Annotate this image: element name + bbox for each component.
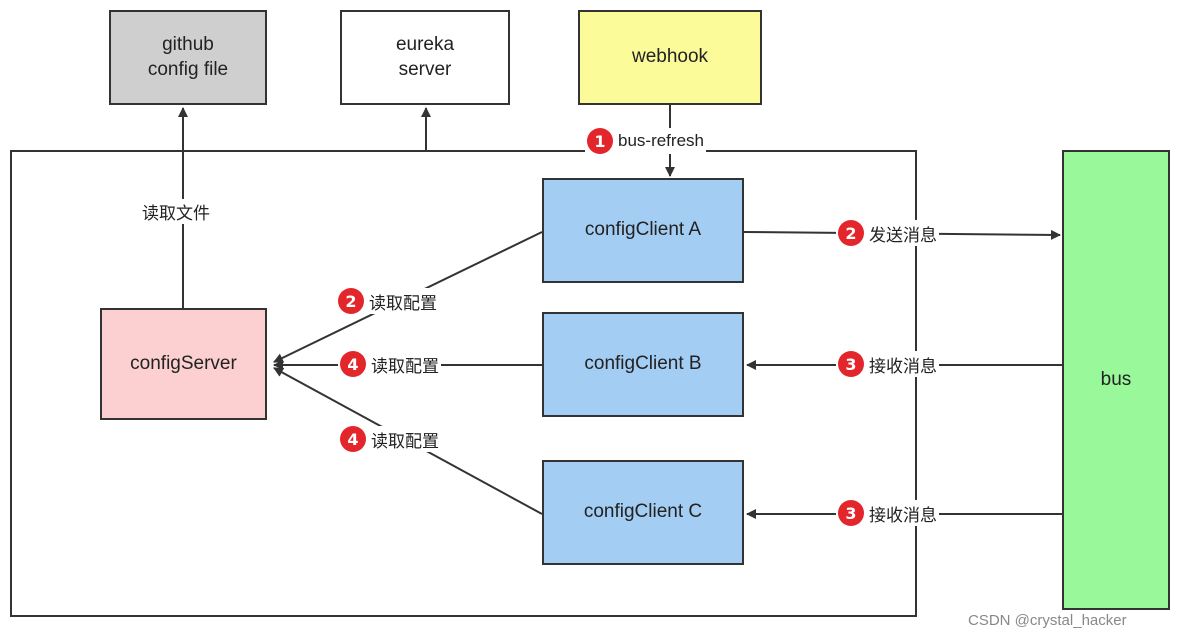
edge-label-read-config-a: 2 读取配置 [336,288,439,314]
edge-label-read-config-b: 4 读取配置 [338,351,441,377]
step-badge: 4 [340,426,366,452]
bus-refresh-text: bus-refresh [618,131,704,150]
bus-label: bus [1100,368,1132,390]
edge-label-send-message: 2 发送消息 [836,220,939,246]
step-badge: 1 [587,128,613,154]
eureka-label: eureka server [395,33,455,80]
read-file-text: 读取文件 [142,204,210,223]
config-client-a-node: configClient A [542,178,744,283]
github-label: github config file [147,33,229,80]
bus-node: bus [1062,150,1170,610]
client-c-label: configClient C [583,501,703,523]
config-client-b-node: configClient B [542,312,744,417]
webhook-node: webhook [578,10,762,105]
step-badge: 2 [338,288,364,314]
receive-b-text: 接收消息 [869,356,937,376]
send-message-text: 发送消息 [869,225,937,245]
edge-label-read-file: 读取文件 [140,199,212,224]
read-config-c-text: 读取配置 [371,431,439,451]
step-badge: 4 [340,351,366,377]
receive-c-text: 接收消息 [869,505,937,525]
application-boundary [10,150,917,617]
client-b-label: configClient B [584,353,702,375]
edge-label-receive-c: 3 接收消息 [836,500,939,526]
step-badge: 3 [838,500,864,526]
eureka-server-node: eureka server [340,10,510,105]
read-config-a-text: 读取配置 [369,293,437,313]
client-a-label: configClient A [584,219,702,241]
step-badge: 2 [838,220,864,246]
github-config-file-node: github config file [109,10,267,105]
edge-label-bus-refresh: 1 bus-refresh [585,128,706,154]
config-server-node: configServer [100,308,267,420]
edge-label-receive-b: 3 接收消息 [836,351,939,377]
config-server-label: configServer [130,352,237,374]
step-badge: 3 [838,351,864,377]
webhook-label: webhook [631,46,709,68]
read-config-b-text: 读取配置 [371,356,439,376]
edge-label-read-config-c: 4 读取配置 [338,426,441,452]
config-client-c-node: configClient C [542,460,744,565]
watermark: CSDN @crystal_hacker [968,612,1127,629]
